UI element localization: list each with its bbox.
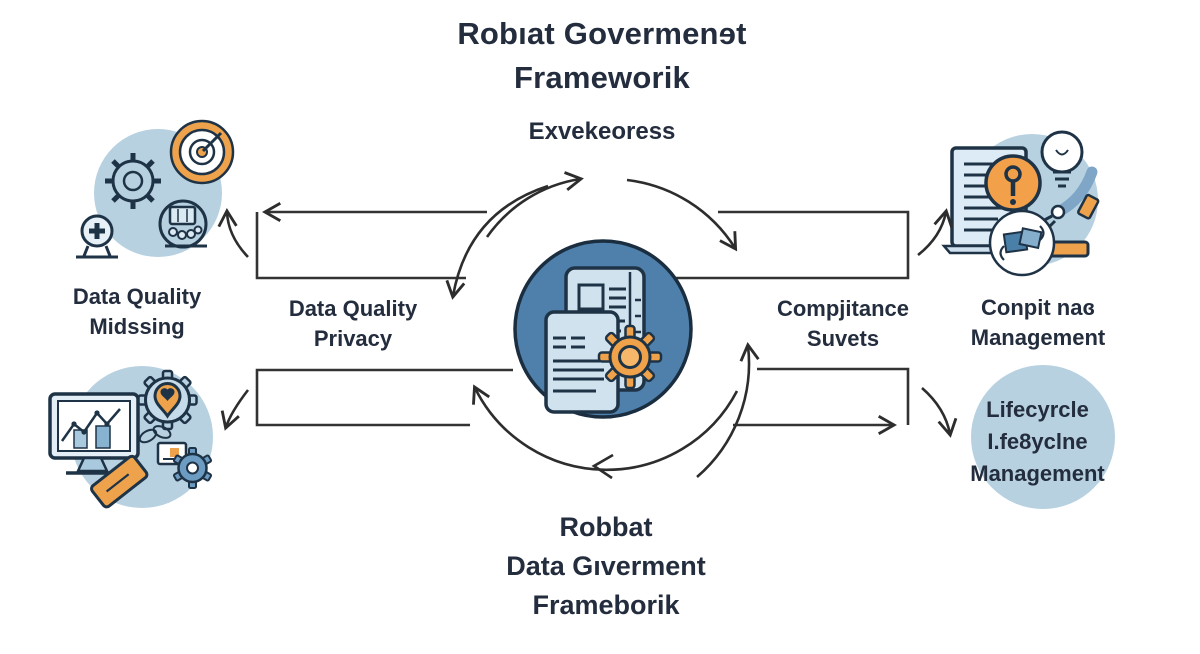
lightbulb-icon [1040,130,1084,188]
label-compliance-management: Conpit naɞ Management [917,293,1159,353]
arrow-to-top-right-bubble [917,208,954,257]
arrow-to-top-left-bubble [217,208,249,258]
title-line-1: Robıat Govermenɘt [457,16,747,51]
center-hub [513,239,693,419]
flow-rect-top-left [255,201,487,280]
alert-key-icon [984,154,1042,212]
bubble-connector-arrows [217,208,958,438]
footer-caption: Robbat Data Gıverment Frameborik [406,508,806,625]
label-line: Data Quality [288,296,418,321]
top-right-bubble [941,130,1100,277]
documents-gear-icon [544,266,663,414]
cycle-arrow-right-up [696,342,760,478]
cycle-arc-top [485,171,584,238]
cycle-arc-top-right [626,178,738,252]
gear-icon [597,324,663,390]
footer-line-3: Frameborik [532,590,680,620]
top-left-bubble [76,119,235,259]
gear-icon [105,153,161,209]
label-lifecycle-management: Lifecyrcle I.fe8yclne Management [915,394,1160,490]
arrow-to-bottom-right-bubble [921,387,958,438]
cycle-arc-bottom-mid-arrowhead [591,453,614,480]
footer-line-2: Data Gıverment [506,551,706,581]
diagram-title: Robıat Govermenɘt Frameworik [252,12,952,100]
hand-gear-tag-icon [90,425,213,509]
label-line: Midssing [89,314,185,339]
cycle-arrow-left-down [445,184,549,300]
lifecycle-circle [971,365,1115,509]
plus-circle-icon [76,214,118,259]
cycle-arrows [445,171,760,480]
label-line: Lifecyrcle [986,397,1089,422]
title-line-2: Frameworik [513,60,690,95]
label-data-quality-midssing: Data Quality Midssing [17,282,257,342]
label-line: Data Quality [72,284,202,309]
bottom-left-bubble [48,366,213,509]
label-line: Conpit naɞ [981,295,1095,320]
flow-rect-top-right [675,210,910,280]
flow-rectangles [255,201,910,436]
flow-rect-bottom-left [255,368,513,427]
label-line: Suvets [806,326,880,351]
label-line: Compjitance [776,296,910,321]
gear-pin-heart-icon [137,369,198,431]
head-gears-icon [158,199,208,249]
cycle-arc-bottom [472,384,739,472]
bottom-right-bubble [971,365,1115,509]
footer-line-1: Robbat [559,512,653,542]
label-line: I.fe8yclne [987,429,1088,454]
cube-circle-icon [988,209,1056,277]
label-line: Privacy [313,326,393,351]
label-line: Management [970,325,1106,350]
flow-rect-bottom-right [733,367,910,436]
target-bullseye-icon [169,119,235,185]
diagram-subtitle: Exvekeoress [528,118,676,145]
arrow-to-bottom-left-bubble [220,389,250,431]
monitor-chart-icon [48,392,140,475]
label-data-quality-privacy: Data Quality Privacy [233,294,473,354]
label-line: Management [970,461,1105,486]
label-compliance-surveys: Compjitance Suvets [723,294,963,354]
